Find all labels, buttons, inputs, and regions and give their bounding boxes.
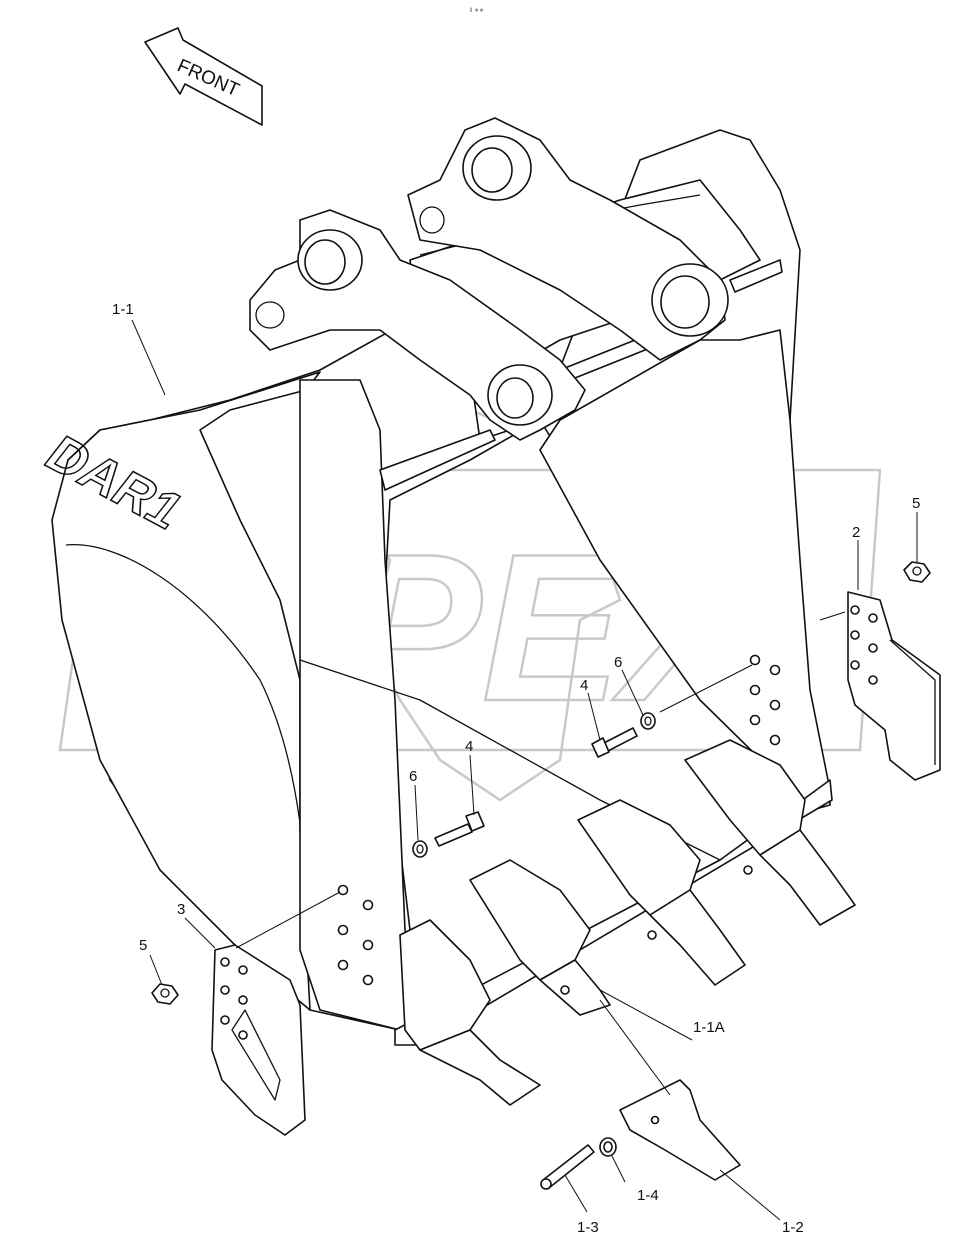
- callout-1-1a: 1-1A: [693, 1019, 725, 1036]
- bucket-teeth: [399, 739, 856, 1106]
- pin-washer: [599, 1137, 617, 1157]
- bolt-right: [591, 727, 638, 758]
- tooth-4: [684, 739, 856, 926]
- side-cutter-right: [847, 591, 941, 781]
- side-cutter-left: [211, 944, 306, 1136]
- callout-6-right: 6: [614, 654, 622, 671]
- bolt-left: [434, 811, 485, 847]
- callout-labels: 1-1 1-1A 1-2 1-3 1-4 2 3 4 4 5 5 6 6: [112, 301, 920, 1236]
- left-side-plate-holes: [337, 884, 374, 986]
- nut-right: [903, 561, 931, 583]
- header-mark: ‖ ∗∗: [470, 8, 484, 14]
- callout-1-4: 1-4: [637, 1187, 659, 1204]
- bucket-body: [51, 117, 833, 1046]
- tooth-1: [399, 919, 541, 1106]
- callout-2: 2: [852, 524, 860, 541]
- callout-4-right: 4: [580, 677, 588, 694]
- right-side-plate-holes: [749, 654, 781, 746]
- washer-left: [412, 840, 428, 858]
- front-direction-arrow: FRONT: [144, 27, 263, 126]
- tooth-3: [577, 799, 746, 986]
- callout-3: 3: [177, 901, 185, 918]
- callout-1-2: 1-2: [782, 1219, 804, 1236]
- callout-4-left: 4: [465, 738, 473, 755]
- callout-5-right: 5: [912, 495, 920, 512]
- tooth-pin: [540, 1144, 595, 1190]
- tooth-2: [469, 859, 611, 1016]
- nut-left: [151, 983, 179, 1005]
- callout-1-1: 1-1: [112, 301, 134, 318]
- callout-1-3: 1-3: [577, 1219, 599, 1236]
- callout-5-left: 5: [139, 937, 147, 954]
- washer-right: [640, 712, 656, 730]
- leader-lines: [131, 319, 918, 1221]
- callout-6-left: 6: [409, 768, 417, 785]
- tooth-point-exploded: [619, 1079, 741, 1181]
